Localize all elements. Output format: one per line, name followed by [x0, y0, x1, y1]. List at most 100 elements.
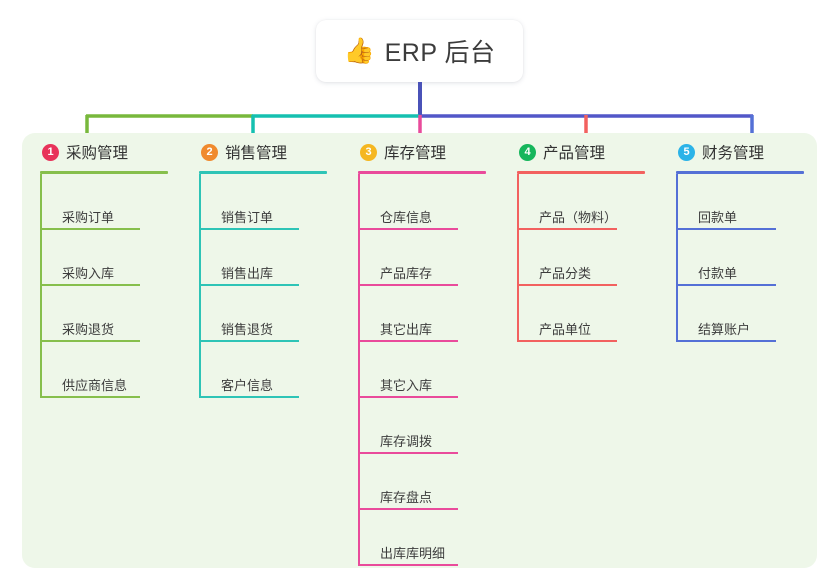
menu-item-rule — [360, 228, 458, 230]
column-items-2: 销售订单销售出库销售退货客户信息 — [199, 174, 340, 398]
menu-item[interactable]: 产品单位 — [517, 286, 658, 342]
menu-item[interactable]: 库存盘点 — [358, 454, 499, 510]
menu-item-label: 回款单 — [698, 210, 738, 225]
menu-item-label: 仓库信息 — [380, 210, 433, 225]
column-title-4: 产品管理 — [543, 145, 606, 162]
menu-item[interactable]: 采购入库 — [40, 230, 181, 286]
menu-item-label: 采购入库 — [62, 266, 115, 281]
column-1: 1 采购管理采购订单采购入库采购退货供应商信息 — [22, 133, 181, 568]
menu-item-rule — [519, 340, 617, 342]
menu-item-label: 结算账户 — [698, 322, 751, 337]
menu-item-label: 采购订单 — [62, 210, 115, 225]
menu-item-rule — [201, 396, 299, 398]
column-badge-5: 5 — [678, 143, 695, 161]
column-items-3: 仓库信息产品库存其它出库其它入库库存调拨库存盘点出库库明细 — [358, 174, 499, 566]
menu-item-rule — [360, 564, 458, 566]
column-title-1: 采购管理 — [66, 145, 129, 162]
menu-item-label: 客户信息 — [221, 378, 274, 393]
column-title-2: 销售管理 — [225, 145, 288, 162]
menu-item-rule — [678, 284, 776, 286]
root-title: ERP 后台 — [384, 39, 496, 67]
menu-item[interactable]: 其它出库 — [358, 286, 499, 342]
menu-item-label: 其它入库 — [380, 378, 433, 393]
menu-item-rule — [42, 284, 140, 286]
menu-item-label: 供应商信息 — [62, 378, 128, 393]
menu-item[interactable]: 采购订单 — [40, 174, 181, 230]
menu-item[interactable]: 回款单 — [676, 174, 817, 230]
menu-item-label: 库存调拨 — [380, 434, 433, 449]
diagram-panel — [22, 133, 817, 568]
menu-item-rule — [678, 228, 776, 230]
column-5: 5 财务管理回款单付款单结算账户 — [658, 133, 817, 568]
menu-item[interactable]: 客户信息 — [199, 342, 340, 398]
menu-item[interactable]: 产品库存 — [358, 230, 499, 286]
menu-item-rule — [360, 396, 458, 398]
column-badge-1: 1 — [42, 143, 59, 161]
menu-item[interactable]: 付款单 — [676, 230, 817, 286]
column-header-rule-3 — [358, 171, 486, 174]
menu-item-rule — [360, 452, 458, 454]
column-header-rule-2 — [199, 171, 327, 174]
thumbs-up-icon: 👍 — [343, 36, 375, 65]
menu-item-label: 销售退货 — [221, 322, 274, 337]
menu-item-label: 付款单 — [698, 266, 738, 281]
column-header-5[interactable]: 5 财务管理 — [674, 133, 817, 171]
column-badge-4: 4 — [519, 143, 536, 161]
menu-item-label: 产品（物料） — [539, 210, 618, 225]
column-spine-1 — [40, 174, 42, 398]
column-2: 2 销售管理销售订单销售出库销售退货客户信息 — [181, 133, 340, 568]
column-items-1: 采购订单采购入库采购退货供应商信息 — [40, 174, 181, 398]
menu-item-label: 出库库明细 — [380, 546, 446, 561]
menu-item-label: 产品分类 — [539, 266, 592, 281]
column-header-1[interactable]: 1 采购管理 — [38, 133, 181, 171]
column-4: 4 产品管理产品（物料） 产品分类产品单位 — [499, 133, 658, 568]
menu-item-rule — [360, 508, 458, 510]
column-header-rule-4 — [517, 171, 645, 174]
column-items-4: 产品（物料） 产品分类产品单位 — [517, 174, 658, 342]
menu-item-rule — [42, 396, 140, 398]
menu-item[interactable]: 库存调拨 — [358, 398, 499, 454]
menu-item[interactable]: 出库库明细 — [358, 510, 499, 566]
menu-item-label: 其它出库 — [380, 322, 433, 337]
menu-item-label: 产品单位 — [539, 322, 592, 337]
column-items-5: 回款单付款单结算账户 — [676, 174, 817, 342]
menu-item-rule — [519, 284, 617, 286]
column-header-rule-5 — [676, 171, 804, 174]
menu-item[interactable]: 销售出库 — [199, 230, 340, 286]
column-header-rule-1 — [40, 171, 168, 174]
menu-item[interactable]: 产品分类 — [517, 230, 658, 286]
menu-item-rule — [360, 340, 458, 342]
menu-item-rule — [519, 228, 617, 230]
root-node[interactable]: 👍 ERP 后台 — [316, 20, 523, 82]
column-header-4[interactable]: 4 产品管理 — [515, 133, 658, 171]
menu-item-label: 库存盘点 — [380, 490, 433, 505]
column-container: 1 采购管理采购订单采购入库采购退货供应商信息 2 销售管理销售订单销售出库销售退货客… — [22, 133, 817, 568]
menu-item-label: 销售出库 — [221, 266, 274, 281]
column-spine-3 — [358, 174, 360, 566]
menu-item[interactable]: 仓库信息 — [358, 174, 499, 230]
menu-item-rule — [360, 284, 458, 286]
menu-item[interactable]: 采购退货 — [40, 286, 181, 342]
column-spine-2 — [199, 174, 201, 398]
menu-item[interactable]: 其它入库 — [358, 342, 499, 398]
menu-item[interactable]: 供应商信息 — [40, 342, 181, 398]
menu-item[interactable]: 产品（物料） — [517, 174, 658, 230]
menu-item-rule — [201, 228, 299, 230]
menu-item-rule — [201, 340, 299, 342]
menu-item-label: 产品库存 — [380, 266, 433, 281]
column-spine-4 — [517, 174, 519, 342]
column-badge-2: 2 — [201, 143, 218, 161]
menu-item[interactable]: 销售订单 — [199, 174, 340, 230]
menu-item-rule — [42, 228, 140, 230]
menu-item[interactable]: 结算账户 — [676, 286, 817, 342]
column-badge-3: 3 — [360, 143, 377, 161]
menu-item[interactable]: 销售退货 — [199, 286, 340, 342]
column-header-2[interactable]: 2 销售管理 — [197, 133, 340, 171]
menu-item-label: 销售订单 — [221, 210, 274, 225]
menu-item-rule — [678, 340, 776, 342]
menu-item-label: 采购退货 — [62, 322, 115, 337]
menu-item-rule — [42, 340, 140, 342]
column-title-5: 财务管理 — [702, 145, 765, 162]
